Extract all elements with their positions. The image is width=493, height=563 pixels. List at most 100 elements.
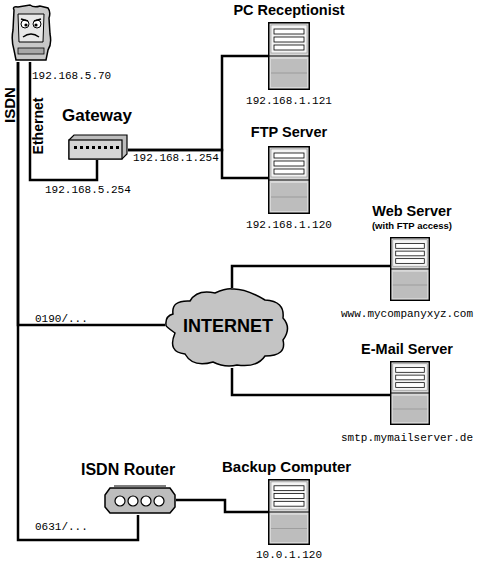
router-icon [104,485,176,515]
icon-part [271,197,307,198]
icon-part [274,486,304,491]
gateway-node: Gateway [68,134,128,160]
network-line [18,62,165,325]
icon-part [18,48,44,54]
router-node: ISDN Router [104,485,176,515]
ip-address: 192.168.1.120 [246,219,332,231]
node-label: ISDN Router [81,461,175,479]
icon-part [269,23,310,90]
icon-part [128,496,138,506]
server-node: PC Receptionist192.168.1.121 [268,22,310,90]
network-line [176,500,268,512]
icon-part [74,146,77,149]
icon-part [12,5,50,60]
node-note: (with FTP access) [372,221,452,231]
icon-part [105,488,175,513]
node-label: Backup Computer [222,459,351,476]
icon-part [116,146,119,149]
icon-part [396,383,425,388]
server-icon [390,237,430,301]
icon-part [98,146,101,149]
ip-address: 192.168.5.254 [45,184,131,196]
icon-part [271,183,307,211]
line-label: 0631/... [35,521,88,533]
icon-part [396,375,425,380]
icon-part [268,180,310,181]
icon-part [396,259,425,264]
icon-part [274,169,304,174]
line-label: ISDN [2,87,19,123]
icon-part [271,73,307,74]
server-icon [268,146,310,214]
node-label: PC Receptionist [233,3,344,19]
icon-part [86,146,89,149]
node-label: INTERNET [183,317,273,337]
node-label: Web Server [372,204,452,220]
icon-part [393,396,427,422]
icon-part [21,19,41,21]
network-line [232,368,390,395]
icon-part [141,496,151,506]
icon-part [274,153,304,158]
icon-part [274,494,304,499]
icon-part [391,238,430,301]
node-label: FTP Server [251,125,327,141]
server-node: FTP Server192.168.1.120 [268,146,310,214]
icon-part [274,45,304,50]
icon-part [274,501,304,506]
line-label: Ethernet [31,98,46,155]
icon-part [24,23,27,26]
ip-address: 10.0.1.120 [256,549,322,561]
icon-part [18,14,44,42]
icon-part [271,25,307,53]
node-label: E-Mail Server [361,342,453,358]
icon-part [390,393,430,394]
line-label: 0190/... [35,313,88,325]
host-name: smtp.mymailserver.de [341,432,473,444]
icon-part [393,240,427,266]
icon-part [396,368,425,373]
network-line [128,150,268,178]
icon-part [396,244,425,249]
server-icon [390,361,430,425]
icon-part [23,34,39,37]
icon-part [396,251,425,256]
server-node: Web Server(with FTP access)www.mycompany… [390,237,430,301]
gateway-icon [68,134,128,160]
icon-part [274,37,304,42]
server-icon [268,479,310,545]
host-name: www.mycompanyxyz.com [341,308,473,320]
icon-part [69,140,122,159]
icon-part [166,289,288,366]
icon-part [271,149,307,177]
network-line [232,266,390,288]
icon-part [104,146,107,149]
icon-part [268,512,310,513]
icon-part [271,59,307,87]
icon-part [271,528,307,529]
icon-part [274,29,304,34]
icon-part [69,135,127,159]
ip-address: 192.168.1.121 [246,95,332,107]
icon-part [269,147,310,214]
icon-part [268,56,310,57]
server-node: Backup Computer10.0.1.120 [268,479,310,545]
icon-part [390,269,430,270]
icon-part [80,146,83,149]
ip-address: 192.168.5.70 [32,70,111,82]
icon-part [110,146,113,149]
server-icon [268,22,310,90]
icon-part [154,496,164,506]
icon-part [393,285,427,286]
icon-part [34,23,37,26]
icon-part [114,486,166,487]
icon-part [393,409,427,410]
terminal-node: 192.168.5.70 [10,4,52,62]
icon-part [92,146,95,149]
internet-cloud: INTERNET [165,288,292,368]
icon-part [115,496,125,506]
icon-part [393,364,427,390]
icon-part [274,161,304,166]
